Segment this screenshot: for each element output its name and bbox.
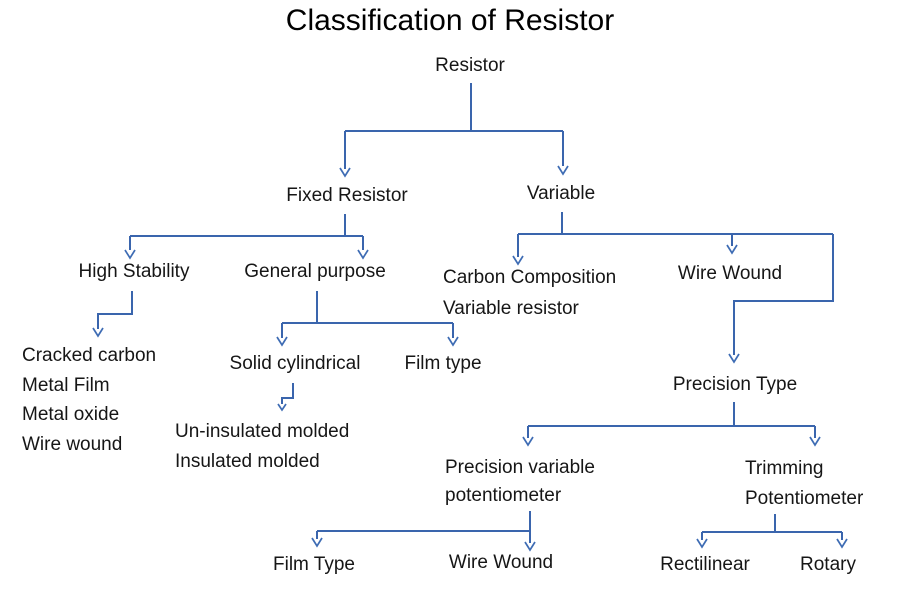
arrow-solid-elbow-icon [277,403,287,412]
page-title: Classification of Resistor [285,4,615,37]
node-high-stability-types: Cracked carbon Metal Film Metal oxide Wi… [22,341,156,459]
node-carbon-composition-line2: Variable resistor [443,298,579,319]
node-precision-variable: Precision variable potentiometer [445,454,595,510]
connector-solid-elbow [281,383,294,404]
node-precision-variable-line1: Precision variable [445,457,595,478]
list-item: Wire wound [22,433,123,455]
arrow-to-wire-wound-icon [726,244,738,255]
connector-high-stability-elbow [97,291,133,329]
arrow-to-wire-wound-bottom-icon [524,541,536,552]
node-fixed-resistor: Fixed Resistor [286,185,408,206]
node-carbon-composition: Carbon Composition Variable resistor [443,262,616,324]
arrow-high-stability-list-icon [92,327,104,338]
arrow-to-high-stability-icon [124,249,136,260]
arrow-to-rectilinear-icon [696,538,708,549]
node-precision-variable-line2: potentiometer [445,485,562,506]
node-trimming-potentiometer: Trimming Potentiometer [745,454,863,514]
arrow-to-general-purpose-icon [357,249,369,260]
list-item: Metal Film [22,374,110,396]
node-film-type-bottom: Film Type [272,554,356,575]
node-wire-wound-variable: Wire Wound [677,263,783,284]
node-solid-cylindrical: Solid cylindrical [229,353,361,374]
node-variable: Variable [526,183,596,204]
node-rotary: Rotary [800,554,856,575]
list-item: Un-insulated molded [175,421,350,442]
arrow-to-rotary-icon [836,538,848,549]
arrow-to-variable-icon [557,165,569,176]
node-rectilinear: Rectilinear [660,554,750,575]
arrow-to-film-type-bottom-icon [311,537,323,548]
arrow-to-precision-variable-icon [522,436,534,447]
connector-wire-wound-to-precision [733,234,834,355]
arrow-to-solid-cylindrical-icon [276,336,288,347]
arrow-to-fixed-icon [339,167,351,178]
node-high-stability: High Stability [78,261,190,282]
node-wire-wound-bottom: Wire Wound [448,552,554,573]
node-film-type-general: Film type [404,353,482,374]
list-item: Cracked carbon [22,345,157,366]
arrow-to-precision-type-icon [728,353,740,364]
node-trimming-line1: Trimming [745,458,824,479]
list-item: Insulated molded [175,451,320,472]
node-general-purpose: General purpose [244,261,386,282]
node-trimming-line2: Potentiometer [745,488,864,509]
node-carbon-composition-line1: Carbon Composition [443,267,617,288]
arrow-to-trimming-icon [809,436,821,447]
list-item: Metal oxide [22,404,120,426]
node-molded-types: Un-insulated molded Insulated molded [175,417,349,477]
node-precision-type: Precision Type [672,374,798,395]
arrow-to-film-type-icon [447,336,459,347]
arrow-to-carbon-composition-icon [512,255,524,266]
node-resistor: Resistor [435,55,505,76]
